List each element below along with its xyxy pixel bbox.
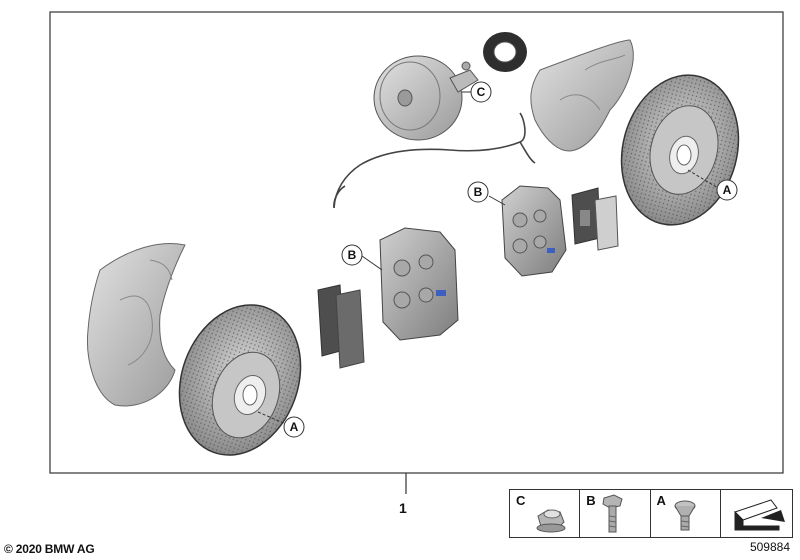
part-number: 1	[399, 500, 407, 516]
legend-item-a: A	[651, 490, 721, 537]
wear-sensor-cable	[333, 112, 536, 209]
flange-nut-icon	[536, 509, 566, 533]
callout-a-upper: A	[716, 179, 738, 201]
callout-c-booster: C	[470, 81, 492, 103]
copyright-text: © 2020 BMW AG	[4, 542, 95, 556]
lower-brake-caliper	[379, 227, 459, 341]
upper-dust-shield	[530, 39, 634, 152]
callout-b-lower: B	[341, 244, 363, 266]
countersunk-screw-icon	[674, 500, 695, 531]
lower-brake-disc	[178, 304, 302, 456]
legend-next-page[interactable]	[721, 490, 792, 537]
image-id: 509884	[749, 540, 790, 554]
lower-dust-shield	[86, 243, 186, 407]
legend-letter-c: C	[516, 493, 526, 508]
callout-c-booster-label: C	[477, 85, 486, 99]
brake-booster	[373, 55, 479, 141]
upper-brake-caliper	[501, 185, 567, 277]
diagram-frame	[49, 11, 784, 474]
callout-a-lower: A	[283, 416, 305, 438]
hex-bolt-icon	[602, 494, 623, 533]
callout-a-lower-label: A	[290, 420, 299, 434]
next-page-arrow-icon[interactable]	[721, 490, 793, 537]
legend-item-c: C	[510, 490, 581, 537]
legend-letter-b: B	[586, 493, 596, 508]
upper-brake-pads	[571, 187, 619, 251]
fastener-legend: C B A	[509, 489, 793, 538]
upper-brake-disc	[620, 74, 740, 226]
legend-letter-a: A	[656, 493, 666, 508]
callout-a-upper-label: A	[723, 183, 732, 197]
callout-b-lower-label: B	[348, 248, 357, 262]
callout-b-upper-label: B	[474, 185, 483, 199]
gasket-ring	[483, 32, 527, 72]
callout-b-upper: B	[467, 181, 489, 203]
callout-leaders	[361, 91, 506, 271]
lower-brake-pads	[317, 284, 365, 369]
legend-item-b: B	[580, 490, 651, 537]
